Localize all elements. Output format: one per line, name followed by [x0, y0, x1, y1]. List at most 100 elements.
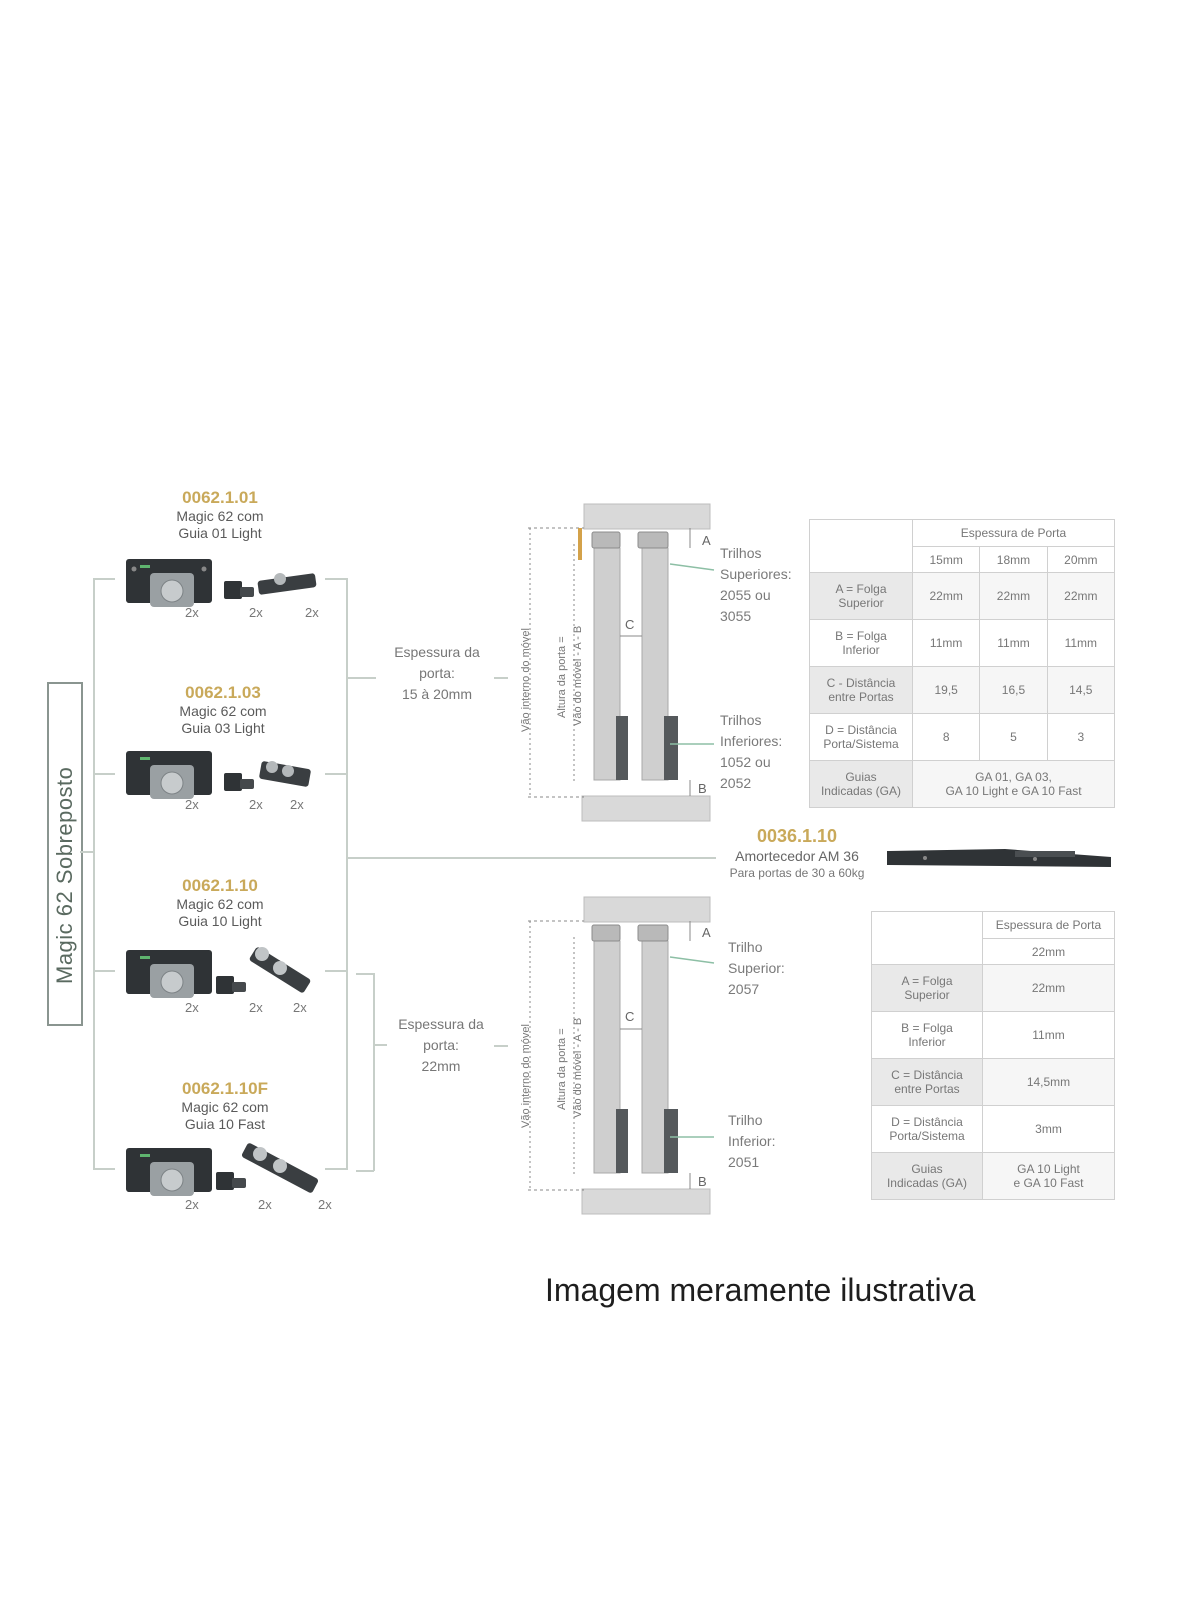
connector	[93, 1168, 115, 1170]
label-altura-porta: Altura da porta =	[556, 1028, 568, 1110]
damper-info: 0036.1.10 Amortecedor AM 36 Para portas …	[712, 826, 882, 880]
damper-image	[887, 849, 1111, 867]
product-code: 0062.1.01	[182, 488, 258, 507]
thickness-note-top: Espessura da porta: 15 à 20mm	[394, 644, 480, 702]
table-col-header: 22mm	[982, 938, 1115, 965]
table-cell: 3mm	[982, 1105, 1115, 1153]
side-label-box: Magic 62 Sobreposto	[47, 682, 83, 1026]
qty-label: 2x	[185, 1197, 199, 1212]
qty-label: 2x	[185, 605, 199, 620]
product-name-line1: Magic 62 com	[176, 508, 264, 524]
qty-label: 2x	[185, 1000, 199, 1015]
product-0062-1-01: 0062.1.01 Magic 62 com Guia 01 Light	[110, 488, 330, 542]
product-parts-image	[126, 559, 317, 607]
product-name-line1: Magic 62 com	[176, 896, 264, 912]
table-cell: 11mm	[911, 619, 981, 667]
damper-name: Amortecedor AM 36	[735, 848, 859, 864]
product-code: 0062.1.10	[182, 876, 258, 895]
connector	[93, 773, 115, 775]
lower-rails-label: Trilhos Inferiores: 1052 ou 2052	[720, 712, 783, 791]
thickness-note-bottom: Espessura da porta: 22mm	[398, 1016, 484, 1074]
qty-label: 2x	[185, 797, 199, 812]
connector	[80, 851, 94, 853]
door-cross-section-top	[528, 503, 715, 822]
table-header: Espessura de Porta	[912, 519, 1115, 547]
product-name-line1: Magic 62 com	[181, 1099, 269, 1115]
connector	[494, 677, 508, 679]
product-0062-1-10F: 0062.1.10F Magic 62 com Guia 10 Fast	[115, 1079, 335, 1133]
product-name-line2: Guia 03 Light	[181, 720, 265, 736]
product-name-line1: Magic 62 com	[179, 703, 267, 719]
table-cell: 3	[1046, 713, 1116, 761]
caption: Imagem meramente ilustrativa	[545, 1272, 976, 1308]
connector	[93, 578, 115, 580]
table-cell: 14,5	[1046, 666, 1116, 714]
table-cell: 11mm	[979, 619, 1048, 667]
table-cell: 5	[979, 713, 1048, 761]
table-cell-guides: GA 01, GA 03,GA 10 Light e GA 10 Fast	[912, 760, 1115, 808]
qty-label: 2x	[318, 1197, 332, 1212]
table-col-header: 20mm	[1046, 546, 1116, 573]
dimension-c: C	[625, 617, 635, 632]
connector	[373, 1044, 387, 1046]
table-cell: 11mm	[982, 1011, 1115, 1059]
connector	[356, 1170, 374, 1172]
connector	[346, 857, 716, 859]
connector	[93, 970, 115, 972]
dimension-a: A	[702, 533, 711, 548]
label-altura-porta: Altura da porta =	[556, 636, 568, 718]
product-name-line2: Guia 10 Fast	[184, 1116, 266, 1132]
label-vao-movel: Vão do móvel - A - B	[572, 625, 584, 726]
dimension-b: B	[698, 781, 707, 796]
product-0062-1-10: 0062.1.10 Magic 62 com Guia 10 Light	[110, 876, 330, 930]
product-parts-image	[126, 1143, 319, 1196]
upper-rails-label: Trilhos Superiores: 2055 ou 3055	[720, 545, 792, 624]
damper-code: 0036.1.10	[756, 826, 838, 846]
dimension-c: C	[625, 1009, 635, 1024]
connector	[346, 970, 348, 1170]
connector	[325, 1168, 347, 1170]
table-header: Espessura de Porta	[982, 911, 1115, 939]
connector	[356, 973, 374, 975]
table-cell: 14,5mm	[982, 1058, 1115, 1106]
product-name-line2: Guia 01 Light	[178, 525, 262, 541]
connector	[346, 578, 348, 970]
table-cell: 22mm	[1046, 572, 1116, 620]
qty-label: 2x	[290, 797, 304, 812]
product-0062-1-03: 0062.1.03 Magic 62 com Guia 03 Light	[113, 683, 333, 737]
table-cell: 11mm	[1046, 619, 1116, 667]
label-vao-interno: Vão interno do móvel	[520, 628, 532, 732]
product-parts-image	[126, 751, 311, 799]
spec-table-top: Espessura de Porta 15mm 18mm 20mm A = Fo…	[809, 519, 1116, 808]
lower-rail-label: Trilho Inferior: 2051	[728, 1112, 776, 1170]
product-parts-image	[126, 947, 311, 998]
connector	[494, 1045, 508, 1047]
door-cross-section-bottom	[528, 896, 715, 1215]
side-label: Magic 62 Sobreposto	[52, 766, 77, 984]
connector	[93, 578, 95, 1170]
damper-desc: Para portas de 30 a 60kg	[729, 866, 865, 880]
upper-rail-label: Trilho Superior: 2057	[728, 939, 785, 997]
qty-label: 2x	[293, 1000, 307, 1015]
qty-label: 2x	[305, 605, 319, 620]
table-cell: 19,5	[911, 666, 981, 714]
connector	[325, 578, 347, 580]
connector	[325, 970, 347, 972]
connector	[346, 677, 376, 679]
label-vao-interno: Vão interno do móvel	[520, 1024, 532, 1128]
connector	[373, 973, 375, 1171]
table-cell: 22mm	[911, 572, 981, 620]
table-cell: 22mm	[979, 572, 1048, 620]
